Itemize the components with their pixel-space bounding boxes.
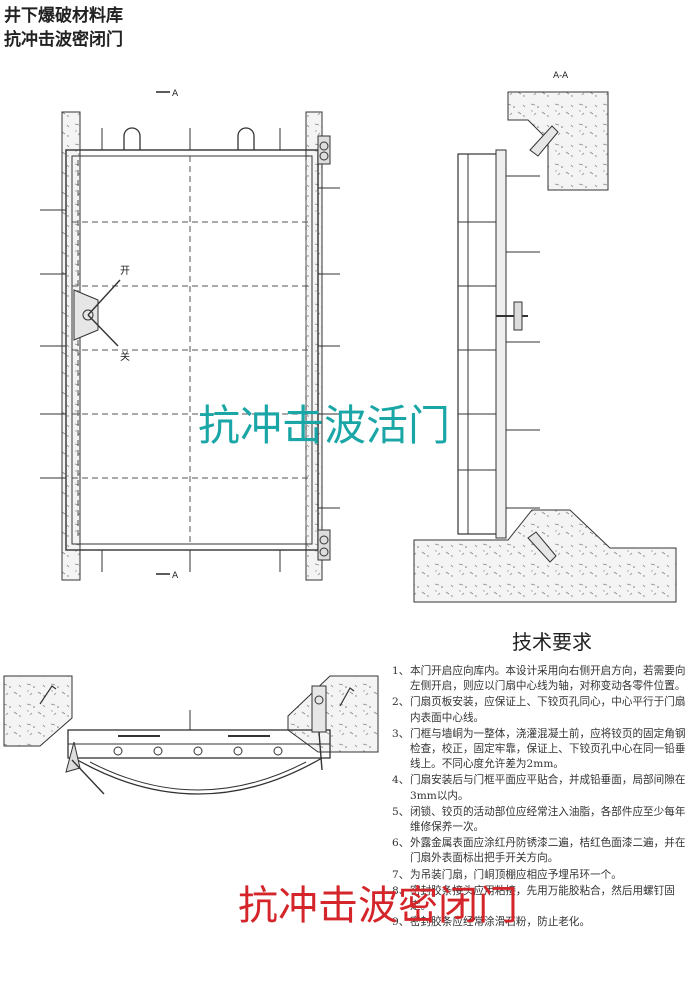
side-frame bbox=[495, 149, 507, 539]
title-line-1: 井下爆破材料库 bbox=[4, 6, 123, 26]
side-hinge-bottom bbox=[527, 531, 557, 563]
section-marker-top-label: A bbox=[172, 89, 179, 99]
plan-door-details bbox=[113, 735, 283, 756]
requirement-item: 2、门扇页板安装，应保证上、下铰页孔同心，中心平行于门扇内表面中心线。 bbox=[392, 696, 686, 724]
section-marker-bottom-label: A bbox=[172, 571, 179, 581]
plan-wall-right bbox=[287, 675, 379, 753]
side-view: A-A bbox=[413, 71, 677, 603]
requirement-item: 1、本门开启应向库内。本设计采用向右侧开启方向，若需要向左侧开启，则应以门扇中心… bbox=[392, 665, 686, 693]
front-view: A bbox=[40, 89, 340, 581]
label-close: 关 bbox=[120, 350, 130, 363]
requirement-item: 9、密封胶条应经常涂滑石粉，防止老化。 bbox=[392, 916, 591, 929]
requirement-item: 6、外露金属表面应涂红丹防锈漆二遍，桔红色面漆二遍，并在门扇外表面标出把手开关方… bbox=[392, 837, 686, 865]
requirement-item: 5、闭锁、铰页的活动部位应经常注入油脂，各部件应至少每年维修保养一次。 bbox=[392, 805, 686, 834]
hinge-top bbox=[317, 135, 331, 165]
side-door-leaf bbox=[457, 153, 503, 535]
plan-wall-left bbox=[3, 675, 73, 747]
requirement-item: 8、密封胶条接头应用粘接，先用万能胶粘合，然后用螺钉固定。 bbox=[392, 884, 675, 913]
section-marker-bottom: A bbox=[156, 571, 179, 581]
label-open: 开 bbox=[120, 266, 130, 277]
side-top-concrete bbox=[507, 91, 609, 191]
side-hinge-top bbox=[529, 125, 559, 157]
requirement-item: 3、门框与墙峒为一整体，浇灌混凝土前，应将铰页的固定角钢检查，校正，固定牢靠，保… bbox=[392, 727, 686, 771]
plan-view bbox=[3, 675, 379, 795]
side-ribs bbox=[458, 221, 502, 471]
requirement-item: 7、为吊装门扇，门峒顶棚应相应予埋吊环一个。 bbox=[392, 868, 622, 881]
lifting-lug-left bbox=[123, 127, 141, 150]
side-anchors bbox=[506, 175, 540, 509]
title-line-2: 抗冲击波密闭门 bbox=[4, 30, 123, 50]
watermark-primary: 抗冲击波活门 bbox=[198, 401, 451, 450]
front-anchors bbox=[40, 128, 340, 572]
door-handle-mechanism: 开 关 bbox=[73, 266, 130, 363]
door-frame bbox=[65, 149, 319, 551]
section-title: A-A bbox=[553, 71, 569, 81]
hinge-bottom bbox=[317, 529, 331, 561]
technical-requirements-heading: 技术要求 bbox=[512, 630, 592, 654]
section-marker-top: A bbox=[156, 89, 179, 99]
watermark-secondary: 抗冲击波密闭门 bbox=[238, 883, 518, 929]
plan-swing-arc bbox=[73, 757, 323, 795]
title-block: 井下爆破材料库 抗冲击波密闭门 bbox=[4, 4, 123, 52]
plan-hinge bbox=[311, 685, 327, 771]
front-ribs bbox=[72, 156, 312, 544]
side-handle bbox=[496, 301, 528, 331]
technical-requirements-list: 1、本门开启应向库内。本设计采用向右侧开启方向，若需要向左侧开启，则应以门扇中心… bbox=[392, 664, 692, 931]
plan-handle bbox=[65, 741, 105, 795]
lifting-lug-right bbox=[237, 127, 255, 150]
requirement-item: 4、门扇安装后与门框平面应平贴合，并成铅垂面，局部间隙在3mm以内。 bbox=[392, 774, 686, 802]
